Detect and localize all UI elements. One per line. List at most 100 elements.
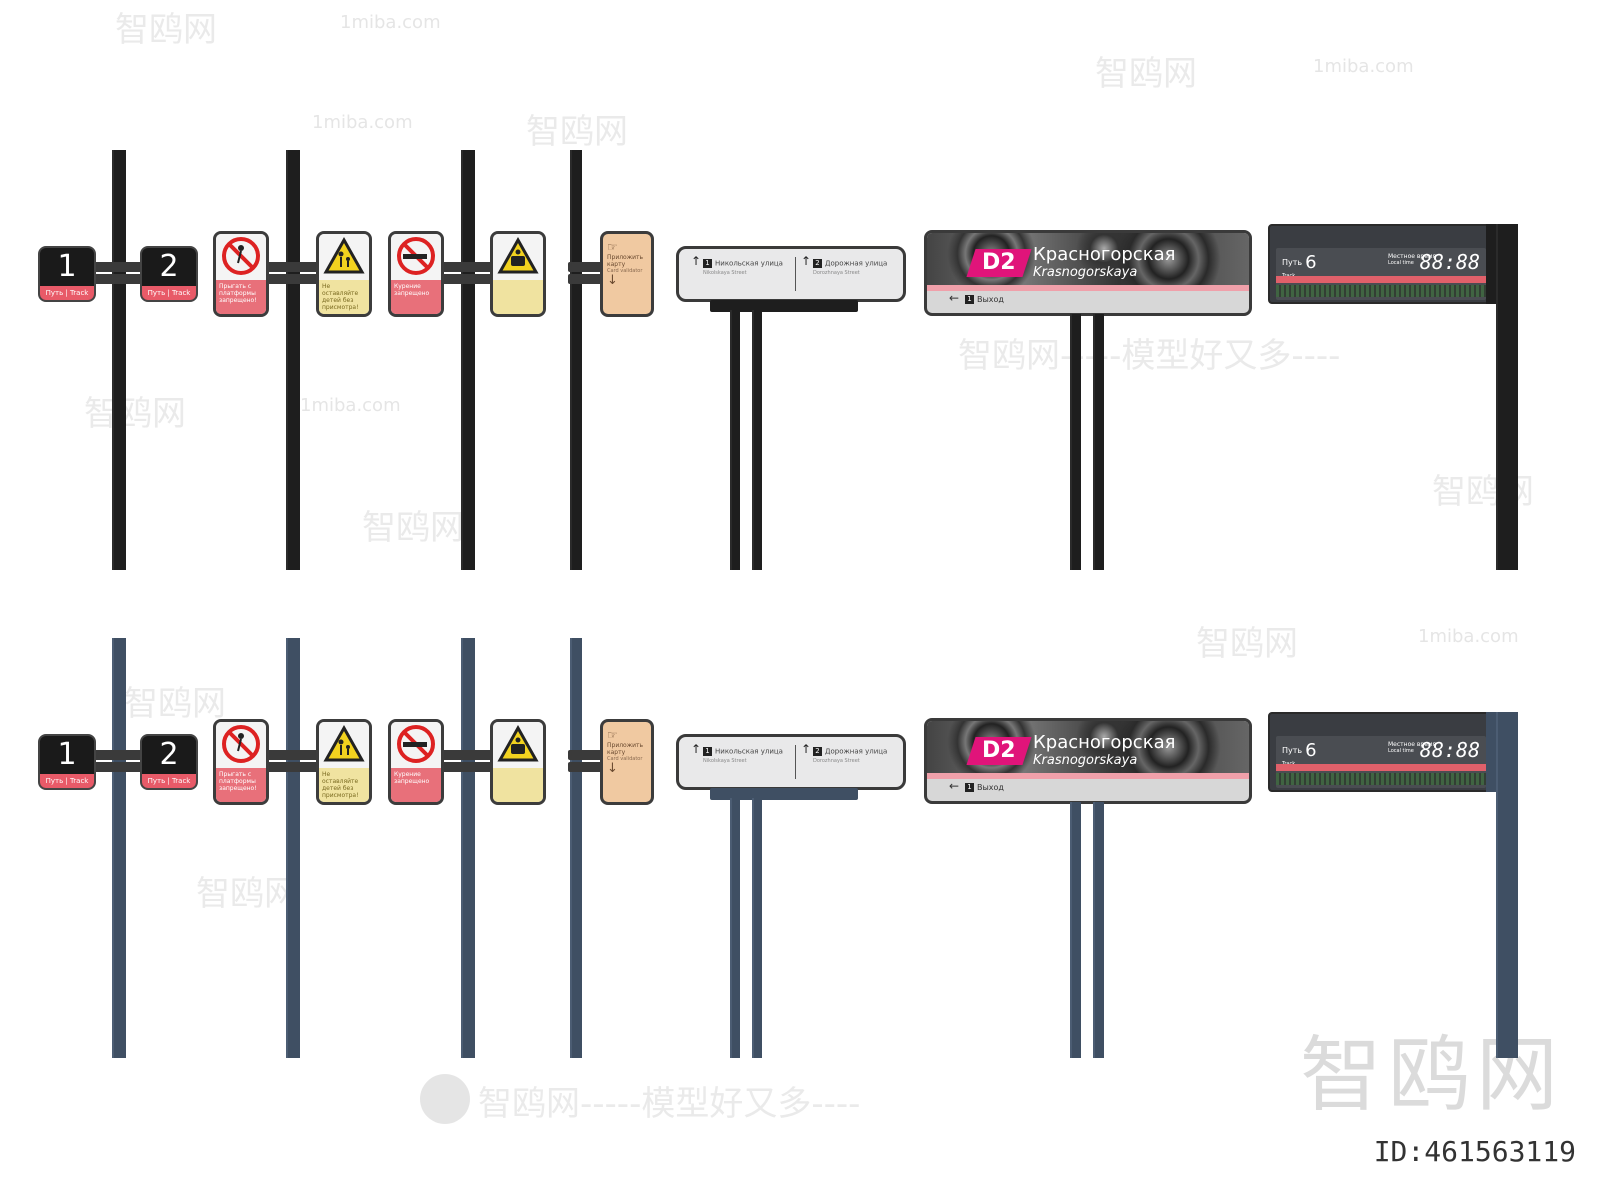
track-sign: 2 Путь | Track [140,734,198,790]
track-label: Путь [1282,746,1303,755]
pole [112,638,126,1058]
board-base [710,300,858,312]
caution-train-icon [497,236,539,274]
street-name-latin: Dorozhnaya Street [813,757,860,764]
mount-bracket [568,762,604,772]
track-label: Путь | Track [40,286,94,300]
mount-bracket [90,262,148,272]
warning-sign: Курение запрещено [388,719,444,805]
time-label: Местное время Local time [1388,253,1437,266]
track-sign: 2 Путь | Track [140,246,198,302]
pole [752,798,762,1058]
pole [286,638,300,1058]
warning-text: Прыгать с платформы запрещено! [216,280,266,314]
watermark-site: 1miba.com [1313,56,1414,77]
watermark-site: 1miba.com [1418,626,1519,647]
street-name: Никольская улица [715,259,783,268]
exit-number: 1 [703,259,712,268]
model-id: ID:461563119 [1373,1135,1576,1168]
track-number: 6 [1305,252,1317,273]
street-name: Дорожная улица [825,259,888,268]
street-name-latin: Nikolskaya Street [703,757,747,764]
watermark-brand: 智鸥网 [1196,624,1298,664]
pole [461,638,475,1058]
map-sign-sub: Card validator [607,756,643,762]
pole [461,150,475,570]
hand-card-icon: ☞ [607,240,618,254]
track-sign: 1 Путь | Track [38,246,96,302]
watermark-brand: 智鸥网 [124,684,226,724]
mount-bracket [568,262,604,272]
watermark-brand: 智鸥网 [1095,54,1197,94]
no-smoking-icon [397,725,435,763]
arrow-up-icon: ↑ [691,254,702,268]
clock-display: 88:88 [1419,250,1480,274]
track-number: 1 [57,737,77,772]
pole [112,150,126,570]
map-sign-text: Приложить карту [607,254,644,268]
warning-text: Прыгать с платформы запрещено! [216,768,266,802]
arrow-left-icon: ← [949,779,960,793]
exit-number: 2 [813,747,822,756]
warning-text [493,280,543,314]
warning-sign: Прыгать с платформы запрещено! [213,719,269,805]
pole [286,150,300,570]
sign-row-blue: 1 Путь | Track 2 Путь | Track Прыгать с … [0,638,1600,1078]
exit-label: Выход [977,783,1004,792]
track-number: 2 [159,737,179,772]
mount-bracket [264,274,322,284]
watermark-slogan: 智鸥网-----模型好又多---- [958,336,1341,376]
no-smoking-icon [397,237,435,275]
warning-text: Не оставляйте детей без присмотра! [319,280,369,314]
exit-number: 2 [813,259,822,268]
line-badge: D2 [966,249,1032,277]
warning-text: Курение запрещено [391,280,441,314]
station-name: Красногорская [1033,244,1176,265]
watermark-brand: 智鸥网 [362,508,464,548]
mount-bracket [568,274,604,284]
mount-bracket [264,750,322,760]
sign-row-black: 1 Путь | Track 2 Путь | Track Прыгать с … [0,150,1600,590]
led-rows [1276,773,1486,785]
street-name: Никольская улица [715,747,783,756]
watermark-brand: 智鸥网 [196,874,298,914]
watermark-brand: 智鸥网 [84,394,186,434]
track-number: 6 [1305,740,1317,761]
pole [1093,314,1104,570]
watermark-site: 1miba.com [300,395,401,416]
watermark-slogan: 智鸥网-----模型好又多---- [478,1084,861,1124]
track-label: Путь | Track [142,286,196,300]
pole [570,638,582,1058]
warning-sign: Не оставляйте детей без присмотра! [316,231,372,317]
track-label: Путь [1282,258,1303,267]
caution-children-icon [323,236,365,274]
track-sign: 1 Путь | Track [38,734,96,790]
caution-children-icon [323,724,365,762]
mount-bracket [264,762,322,772]
exit-number: 1 [965,295,974,304]
mount-bracket [90,274,148,284]
board-base [710,788,858,800]
exit-label: Выход [977,295,1004,304]
arrow-down-icon: ↓ [607,273,618,288]
watermark-site: 1miba.com [340,12,441,33]
pole [1070,314,1081,570]
pole [730,310,740,570]
arrow-left-icon: ← [949,291,960,305]
no-jumping-icon [222,237,260,275]
card-validator-sign: ☞ Приложить карту Card validator ↓ [600,719,654,805]
bird-logo-icon [420,1074,470,1124]
track-number: 2 [159,249,179,284]
pole [1070,802,1081,1058]
track-label: Путь | Track [142,774,196,788]
pole [1496,224,1518,570]
mount-bracket [264,262,322,272]
mount-bracket [440,750,498,760]
